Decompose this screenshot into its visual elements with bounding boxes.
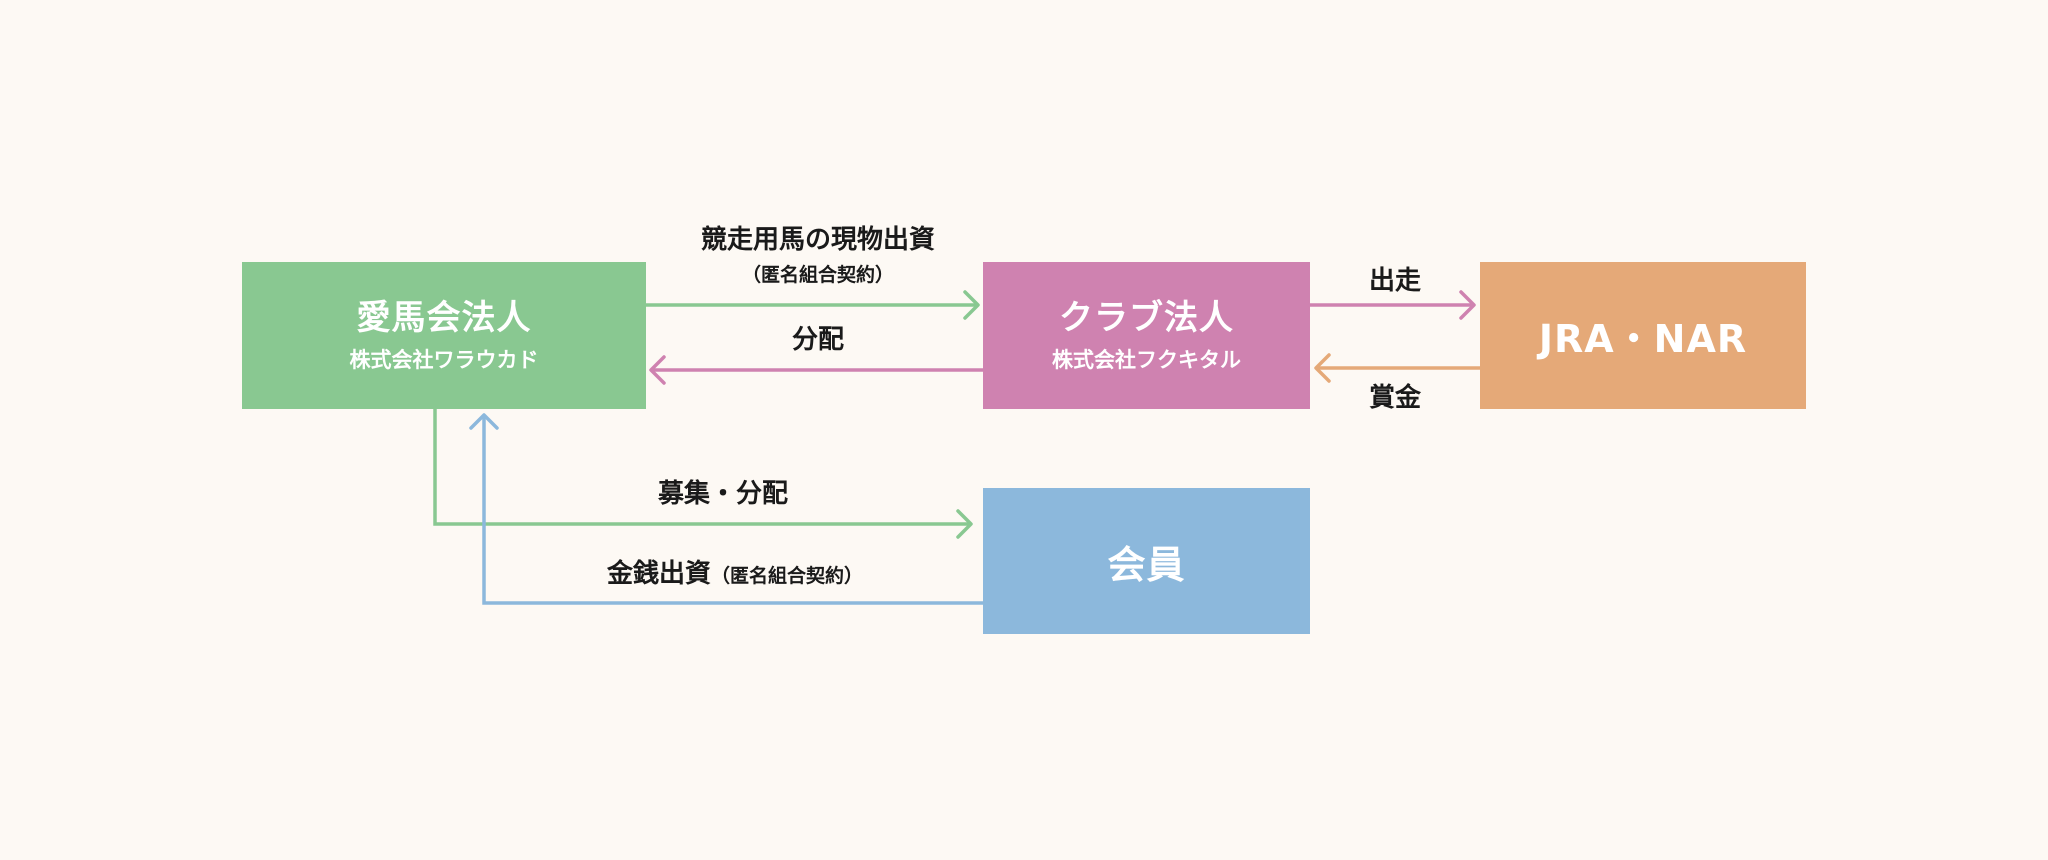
cash-label-group: 金銭出資（匿名組合契約） [607,561,863,587]
node-club-title: クラブ法人 [1059,298,1234,339]
node-jra-nar: JRA・NAR [1480,262,1806,409]
recruit-arrow-head [956,509,973,539]
in-kind-label: 競走用馬の現物出資 [700,225,936,255]
cash-arrow-line [482,415,983,605]
cash-note: （匿名組合契約） [711,565,864,587]
race-arrow-head [1459,290,1476,320]
distribution-arrow [649,355,983,385]
cash-arrow [469,413,983,605]
in-kind-arrow [646,290,980,320]
prize-arrow-head [1314,353,1331,383]
prize-arrow [1314,353,1480,383]
distribution-arrow-head [649,355,666,385]
recruit-label: 募集・分配 [657,479,789,509]
node-aiba-title: 愛馬会法人 [356,298,532,339]
node-club-corporation: クラブ法人 株式会社フクキタル [983,262,1310,409]
race-label: 出走 [1368,266,1422,296]
node-aiba-corporation: 愛馬会法人 株式会社ワラウカド [242,262,646,409]
recruit-arrow [433,409,973,539]
in-kind-note: （匿名組合契約） [741,264,895,286]
cash-arrow-head [469,413,499,430]
recruit-arrow-line [433,409,971,526]
node-jra-title: JRA・NAR [1538,317,1748,361]
in-kind-arrow-head [963,290,980,320]
race-arrow [1310,290,1476,320]
node-member: 会員 [983,488,1310,634]
node-member-title: 会員 [1107,542,1186,587]
node-club-subtitle: 株式会社フクキタル [1052,347,1241,372]
cash-label: 金銭出資 [606,559,711,589]
node-aiba-subtitle: 株式会社ワラウカド [349,347,539,372]
prize-label: 賞金 [1368,383,1422,413]
distribution-label: 分配 [791,325,845,355]
